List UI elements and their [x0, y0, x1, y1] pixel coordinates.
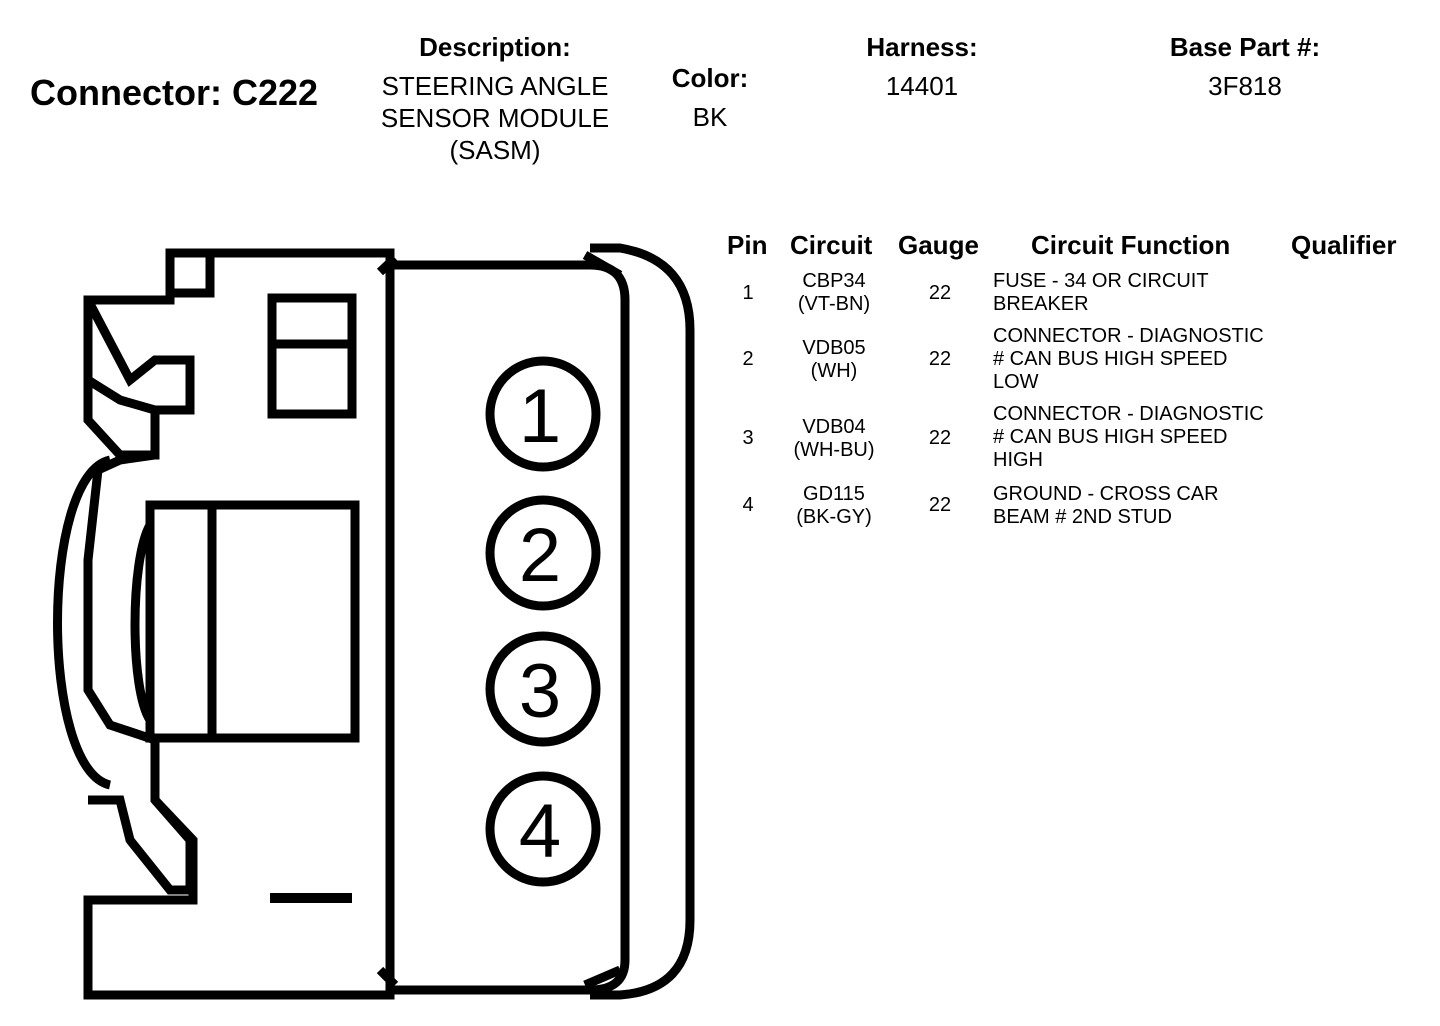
- row-function: GROUND - CROSS CAR BEAM # 2ND STUD: [993, 483, 1219, 529]
- function-line: GROUND - CROSS CAR: [993, 483, 1219, 505]
- row-gauge: 22: [928, 282, 952, 304]
- harness-label: Harness:: [866, 32, 978, 62]
- connector-face-diagram: 1 2 3 4: [53, 243, 695, 1000]
- row-circuit: VDB04 (WH-BU): [774, 416, 894, 462]
- circuit-code: VDB04: [802, 416, 866, 438]
- function-line: HIGH: [993, 449, 1043, 471]
- pin-3-cavity: [485, 631, 601, 747]
- description-label: Description:: [419, 32, 571, 62]
- row-pin: 3: [742, 427, 754, 449]
- pin-1-cavity: [485, 356, 601, 472]
- upper-latch: [83, 297, 195, 460]
- row-function: CONNECTOR - DIAGNOSTIC # CAN BUS HIGH SP…: [993, 403, 1264, 472]
- function-line: CONNECTOR - DIAGNOSTIC: [993, 403, 1264, 425]
- function-line: FUSE - 34 OR CIRCUIT: [993, 270, 1209, 292]
- circuit-color: (BK-GY): [796, 506, 872, 528]
- upper-window: [267, 293, 357, 419]
- function-line: BEAM # 2ND STUD: [993, 506, 1172, 528]
- header-qualifier: Qualifier: [1291, 230, 1397, 260]
- connector-title: Connector: C222: [30, 72, 319, 113]
- function-line: # CAN BUS HIGH SPEED: [993, 426, 1228, 448]
- pin-2-label: 2: [519, 513, 561, 598]
- row-circuit: CBP34 (VT-BN): [774, 270, 894, 316]
- description-line: SENSOR MODULE: [380, 103, 610, 133]
- end-cap: [590, 243, 695, 1000]
- function-line: CONNECTOR - DIAGNOSTIC: [993, 325, 1264, 347]
- circuit-code: GD115: [803, 483, 865, 505]
- row-pin: 1: [742, 282, 754, 304]
- row-gauge: 22: [928, 427, 952, 449]
- circuit-code: CBP34: [802, 270, 866, 292]
- left-bump: [53, 455, 112, 790]
- row-circuit: VDB05 (WH): [774, 337, 894, 383]
- description-line: (SASM): [449, 135, 541, 165]
- function-line: BREAKER: [993, 293, 1089, 315]
- circuit-code: VDB05: [802, 337, 866, 359]
- header-gauge: Gauge: [898, 230, 979, 260]
- row-pin: 2: [742, 348, 754, 370]
- center-cavity: [145, 500, 360, 743]
- top-tab: [165, 248, 215, 298]
- function-line: # CAN BUS HIGH SPEED: [993, 348, 1228, 370]
- base-part-label: Base Part #:: [1169, 32, 1321, 62]
- row-gauge: 22: [928, 494, 952, 516]
- circuit-color: (VT-BN): [797, 293, 871, 315]
- header-circuit-function: Circuit Function: [1031, 230, 1231, 260]
- color-value: BK: [692, 102, 728, 132]
- header-pin: Pin: [727, 230, 768, 260]
- row-function: FUSE - 34 OR CIRCUIT BREAKER: [993, 270, 1209, 316]
- header-circuit: Circuit: [790, 230, 873, 260]
- row-gauge: 22: [928, 348, 952, 370]
- lower-latch: [88, 795, 195, 895]
- base-part-value: 3F818: [1208, 71, 1282, 101]
- harness-value: 14401: [885, 71, 959, 101]
- pin-3-label: 3: [519, 649, 561, 734]
- function-line: LOW: [993, 371, 1039, 393]
- row-function: CONNECTOR - DIAGNOSTIC # CAN BUS HIGH SP…: [993, 325, 1264, 394]
- circuit-color: (WH-BU): [793, 439, 875, 461]
- circuit-color: (WH): [810, 360, 858, 382]
- color-label: Color:: [671, 63, 749, 93]
- description-line: STEERING ANGLE: [381, 71, 609, 101]
- description-value: STEERING ANGLE SENSOR MODULE (SASM): [355, 70, 635, 166]
- pin-4-cavity: [485, 771, 601, 887]
- row-circuit: GD115 (BK-GY): [774, 483, 894, 529]
- pin-4-label: 4: [519, 789, 561, 874]
- pin-1-label: 1: [519, 374, 561, 459]
- pin-2-cavity: [485, 495, 601, 611]
- row-pin: 4: [742, 494, 754, 516]
